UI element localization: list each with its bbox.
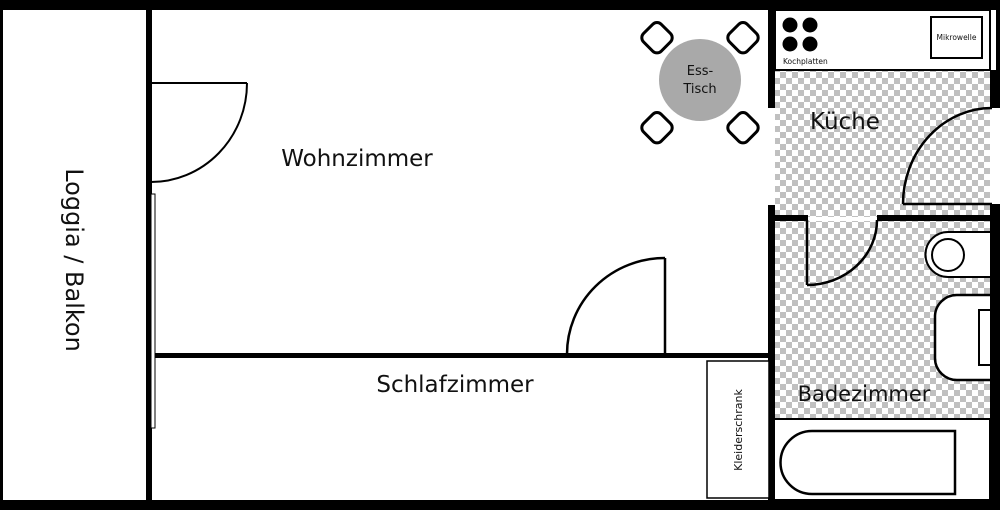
bedroom-door[interactable] [565,256,667,355]
table-label-line1: Ess- [687,64,714,79]
cooktop-icon [782,17,818,52]
chair [640,111,674,145]
room-label-bathroom: Badezimmer [798,382,931,406]
room-label-living: Wohnzimmer [281,146,433,172]
dining-table [659,39,741,121]
room-label-loggia: Loggia / Balkon [60,168,88,352]
cooktop-label: Kochplatten [783,57,828,66]
bathtub [779,429,957,496]
wardrobe [706,360,770,499]
interior-walls [146,0,992,510]
microwave-label: Mikrowelle [937,33,977,42]
entrance-door[interactable] [901,106,993,206]
toilet-tank [978,309,992,366]
bathroom-door[interactable] [805,219,879,287]
chair [726,21,760,55]
kitchen-floor [775,71,990,217]
room-label-kitchen: Küche [810,109,880,135]
dining-chairs [640,21,760,145]
loggia-door[interactable] [150,82,248,183]
table-label-line2: Tisch [682,82,716,97]
wardrobe-label: Kleiderschrank [732,389,745,471]
loggia-window [150,193,156,429]
sink-basin [931,238,965,272]
microwave [930,16,983,59]
chair [640,21,674,55]
chair [726,111,760,145]
room-label-bedroom: Schlafzimmer [376,372,534,398]
toilet [933,293,990,382]
